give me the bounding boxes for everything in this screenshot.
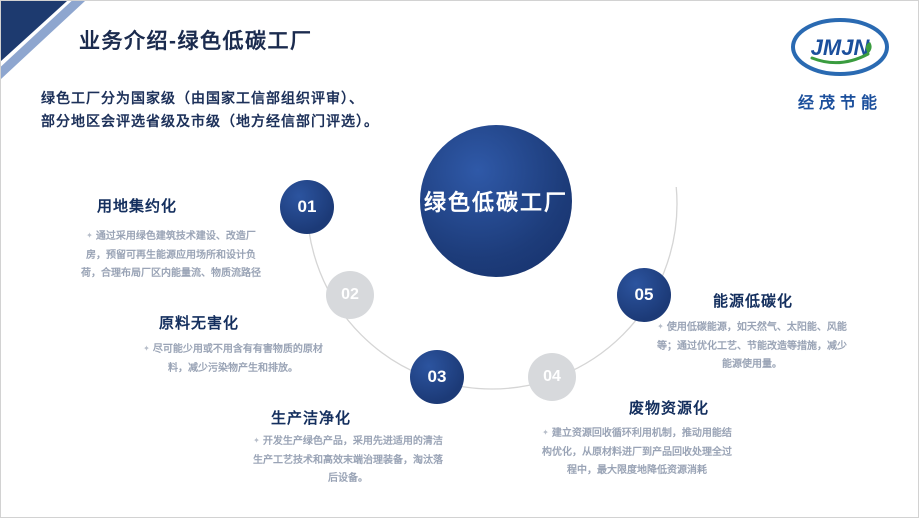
step-circle-04: 04 xyxy=(528,353,576,401)
step-circle-03: 03 xyxy=(410,350,464,404)
bullet-icon: ✦ xyxy=(143,344,150,353)
step-circle-05: 05 xyxy=(617,268,671,322)
item-desc-clean-production: ✦开发生产绿色产品，采用先进适用的清洁生产工艺技术和高效末端治理装备，淘汰落后设… xyxy=(253,432,443,489)
step-number-03: 03 xyxy=(427,367,447,386)
subtitle: 绿色工厂分为国家级（由国家工信部组织评审）、 部分地区会评选省级及市级（地方经信… xyxy=(41,87,379,133)
item-desc-text: 通过采用绿色建筑技术建设、改造厂房，预留可再生能源应用场所和设计负荷，合理布局厂… xyxy=(81,231,261,279)
subtitle-line-1: 绿色工厂分为国家级（由国家工信部组织评审）、 xyxy=(41,90,364,106)
logo-leaf-icon xyxy=(865,42,872,54)
center-circle: 绿色低碳工厂 xyxy=(420,125,572,277)
step-number-05: 05 xyxy=(634,285,654,304)
bullet-icon: ✦ xyxy=(253,436,260,445)
bullet-icon: ✦ xyxy=(86,231,93,240)
item-title-waste-recycling: 废物资源化 xyxy=(629,400,710,417)
item-desc-raw-material: ✦尽可能少用或不用含有有害物质的原材料，减少污染物产生和排放。 xyxy=(139,340,327,378)
jmjn-logo-icon: JMJN xyxy=(791,18,889,76)
item-title-raw-material: 原料无害化 xyxy=(159,315,240,332)
item-desc-text: 开发生产绿色产品，采用先进适用的清洁生产工艺技术和高效末端治理装备，淘汰落后设备… xyxy=(253,436,443,484)
company-name: 经茂节能 xyxy=(797,95,882,112)
item-desc-waste-recycling: ✦建立资源回收循环利用机制，推动用能结构优化，从原材料进厂到产品回收处理全过程中… xyxy=(542,424,732,481)
item-desc-land-intensive: ✦通过采用绿色建筑技术建设、改造厂房，预留可再生能源应用场所和设计负荷，合理布局… xyxy=(77,227,265,284)
step-number-01: 01 xyxy=(297,197,317,216)
step-circle-01: 01 xyxy=(280,180,334,234)
bullet-icon: ✦ xyxy=(657,322,664,331)
item-title-low-carbon-energy: 能源低碳化 xyxy=(713,293,794,310)
step-number-04: 04 xyxy=(543,368,561,385)
item-desc-text: 使用低碳能源，如天然气、太阳能、风能等；通过优化工艺、节能改造等措施，减少能源使… xyxy=(657,322,847,370)
item-desc-text: 尽可能少用或不用含有有害物质的原材料，减少污染物产生和排放。 xyxy=(152,344,323,374)
center-circle-label: 绿色低碳工厂 xyxy=(423,190,568,215)
item-title-land-intensive: 用地集约化 xyxy=(97,198,178,215)
logo-text: JMJN xyxy=(811,35,871,60)
step-circle-02: 02 xyxy=(326,271,374,319)
step-number-02: 02 xyxy=(341,286,359,303)
item-title-clean-production: 生产洁净化 xyxy=(271,410,352,427)
subtitle-line-2: 部分地区会评选省级及市级（地方经信部门评选）。 xyxy=(41,113,379,129)
bullet-icon: ✦ xyxy=(542,428,549,437)
item-desc-low-carbon-energy: ✦使用低碳能源，如天然气、太阳能、风能等；通过优化工艺、节能改造等措施，减少能源… xyxy=(656,318,848,375)
logo-leaf-swoosh xyxy=(810,52,870,65)
page-title: 业务介绍-绿色低碳工厂 xyxy=(79,30,313,53)
company-logo: JMJN 经茂节能 xyxy=(788,17,892,113)
item-desc-text: 建立资源回收循环利用机制，推动用能结构优化，从原材料进厂到产品回收处理全过程中，… xyxy=(542,428,732,476)
